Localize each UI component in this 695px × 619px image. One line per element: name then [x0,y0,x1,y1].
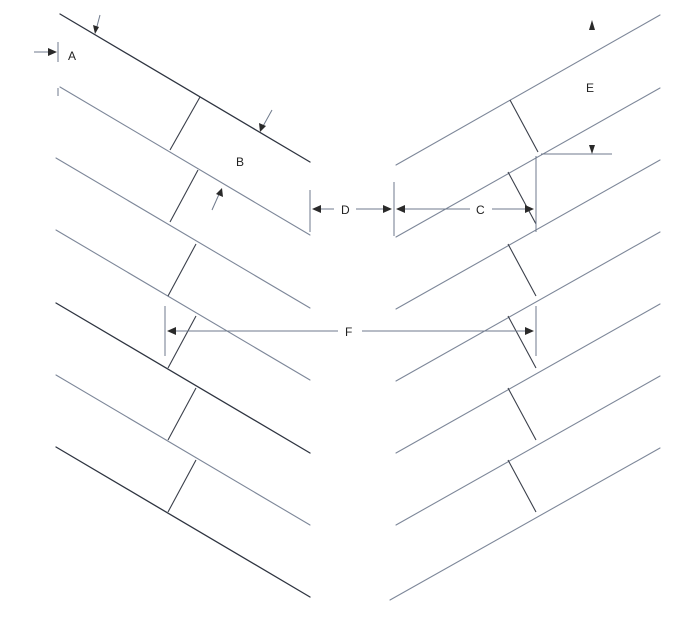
right-board-joint [509,99,539,153]
dimension-c: C [396,156,537,232]
left-board-edge [59,86,311,236]
right-board-edge [395,87,661,238]
left-board-edge [59,13,311,163]
left-boards [55,13,311,598]
right-board-edge [395,14,661,166]
dimension-b: B [211,109,273,211]
left-board-joint [169,96,201,151]
left-board-edge [55,302,311,454]
left-board-joint [167,459,197,513]
label-e: E [586,81,594,95]
dimension-e-arrow-icon [589,145,595,154]
left-board-joint [167,387,197,441]
label-f: F [345,325,352,339]
dimension-d-arrow-icon [383,205,392,213]
dimension-d: D [309,182,395,236]
right-board-edge [389,447,661,601]
dimension-a-arrow-icon [93,25,99,34]
left-board-joint [167,315,197,369]
dimension-c-arrow-icon [396,205,405,213]
dimension-a-arrow-icon [48,48,57,56]
right-board-joint [507,387,537,441]
dimension-a: A [34,14,101,96]
right-board-joint [507,243,537,297]
label-a: A [68,49,76,63]
right-board-edge [395,303,661,454]
dimension-b-arrow-icon [259,123,266,132]
label-d: D [341,203,350,217]
right-board-joint [507,315,537,369]
dimension-b-arrow-icon [216,188,223,197]
dimension-f: F [164,306,537,356]
dimension-e-arrow-icon [589,20,595,30]
left-board-edge [55,446,311,598]
right-board-edge [395,159,661,310]
dimension-f-arrow-icon [525,327,534,335]
dimension-d-arrow-icon [312,205,321,213]
dimension-f-arrow-icon [167,327,176,335]
right-board-joint [507,171,537,225]
label-b: B [236,155,244,169]
left-board-edge [55,229,311,381]
label-c: C [476,203,485,217]
left-board-edge [55,374,311,526]
left-board-joint [167,243,197,297]
right-board-edge [395,231,661,382]
right-board-joint [507,459,537,513]
right-boards [389,14,661,601]
left-board-edge [55,157,311,309]
left-board-joint [169,169,199,223]
dimension-c-arrow-icon [525,205,534,213]
right-board-edge [395,375,661,526]
dimension-e: E [541,20,612,155]
